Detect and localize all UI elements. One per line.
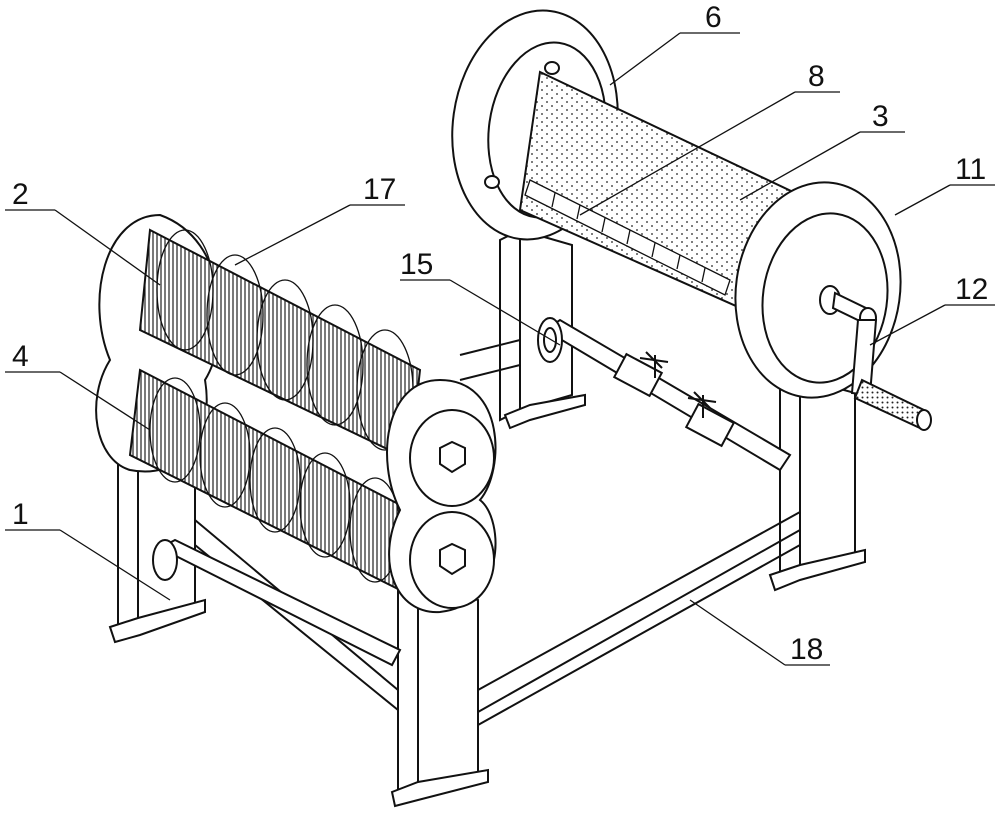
label-17: 17 bbox=[363, 173, 396, 206]
crossbar-front bbox=[478, 512, 800, 725]
label-3: 3 bbox=[872, 100, 889, 133]
bolt-side bbox=[485, 176, 499, 188]
bolt-top bbox=[545, 62, 559, 74]
label-6: 6 bbox=[705, 1, 722, 34]
front-left-leg bbox=[392, 584, 488, 806]
label-18: 18 bbox=[790, 633, 823, 666]
label-12: 12 bbox=[955, 273, 988, 306]
label-4: 4 bbox=[12, 340, 29, 373]
front-right-leg bbox=[770, 378, 865, 590]
label-15: 15 bbox=[400, 248, 433, 281]
label-11: 11 bbox=[955, 153, 986, 186]
label-2: 2 bbox=[12, 178, 29, 211]
label-8: 8 bbox=[808, 60, 825, 93]
label-1: 1 bbox=[12, 498, 29, 531]
